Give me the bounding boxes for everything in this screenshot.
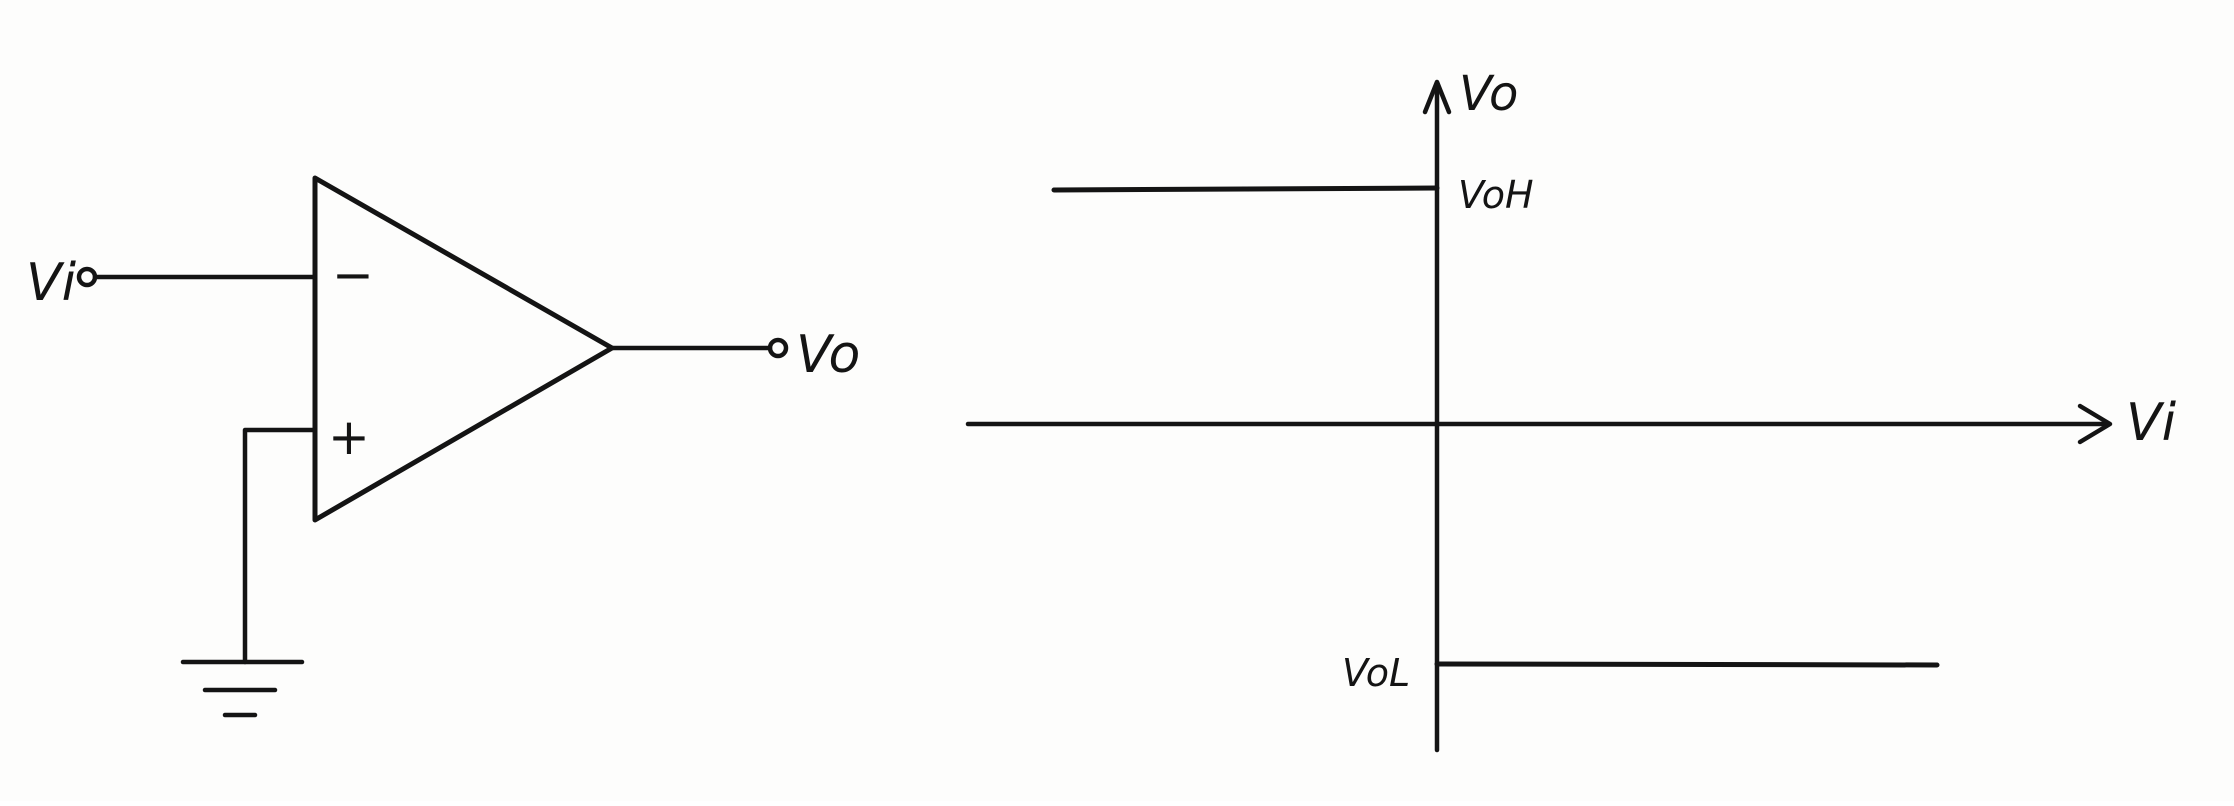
high-level-line (1051, 185, 1440, 193)
ground-wire (242, 427, 318, 665)
transfer-characteristic: Vo Vi VoH VoL (965, 66, 2177, 753)
low-level-label: VoL (1342, 651, 1410, 695)
ground-symbol (180, 659, 305, 718)
input-label: Vi (26, 253, 77, 313)
output-terminal (767, 337, 789, 359)
opamp-triangle (312, 175, 615, 523)
noninverting-input-sign: + (328, 408, 370, 466)
inverting-input-sign: − (332, 246, 374, 304)
x-axis-label: Vi (2126, 393, 2177, 453)
x-axis-arrowhead (2077, 403, 2113, 445)
input-terminal (76, 266, 98, 288)
y-axis-arrowhead (1422, 79, 1452, 115)
comparator-circuit: − + Vi Vo (26, 175, 860, 718)
high-level-label: VoH (1458, 173, 1534, 217)
output-label: Vo (796, 325, 860, 385)
y-axis-label: Vo (1459, 66, 1518, 122)
low-level-line (1434, 661, 1940, 668)
